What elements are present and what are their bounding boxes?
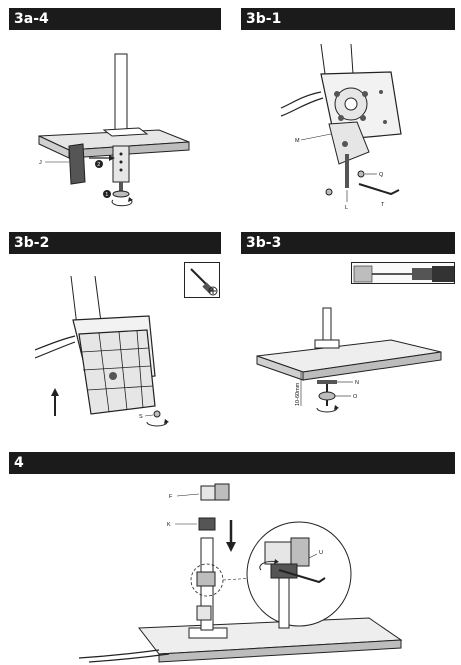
section-header-3b-3: 3b-3: [241, 232, 455, 254]
step-marker-1: [103, 190, 111, 198]
clamp-plate-j: [68, 143, 86, 185]
illustration-3a-4: J 2 1: [38, 53, 190, 207]
step-marker-2: [95, 160, 103, 168]
callout-q: Q: [379, 172, 384, 178]
callout-u: U: [319, 550, 323, 556]
arm-connector-f: [200, 483, 230, 501]
callout-l: L: [345, 205, 348, 211]
svg-text:1: 1: [105, 192, 108, 198]
illustration-4: F K U: [78, 483, 403, 663]
section-header-3a-4: 3a-4: [9, 8, 221, 30]
grid-mounting-plate: [78, 329, 156, 415]
rotate-arrow-icon: [111, 199, 133, 207]
callout-n: N: [355, 380, 359, 386]
callout-o: O: [353, 394, 358, 400]
drill-icon: [351, 262, 455, 284]
callout-s: S: [139, 414, 143, 420]
callout-k: K: [167, 522, 171, 528]
illustration-3b-3: N O 10-60mm: [256, 307, 442, 413]
illustration-3b-1: M L Q T: [280, 43, 402, 211]
grommet-plate-m: [328, 121, 370, 165]
pole: [114, 53, 128, 135]
allen-key-u: [278, 569, 326, 584]
callout-f: F: [169, 494, 173, 500]
section-header-4: 4: [9, 452, 455, 474]
section-header-3b-2: 3b-2: [9, 232, 221, 254]
callout-j: J: [39, 160, 42, 166]
allen-key-t: [358, 183, 400, 196]
svg-text:2: 2: [97, 162, 100, 168]
screwdriver-icon: [184, 262, 220, 298]
section-header-3b-1: 3b-1: [241, 8, 455, 30]
clamp-bracket: [112, 145, 130, 183]
callout-t: T: [381, 202, 385, 208]
callout-m: M: [295, 138, 300, 144]
thickness-range-label: 10-60mm: [295, 382, 301, 406]
illustration-3b-2: S: [34, 275, 169, 427]
collar-k: [198, 517, 216, 531]
